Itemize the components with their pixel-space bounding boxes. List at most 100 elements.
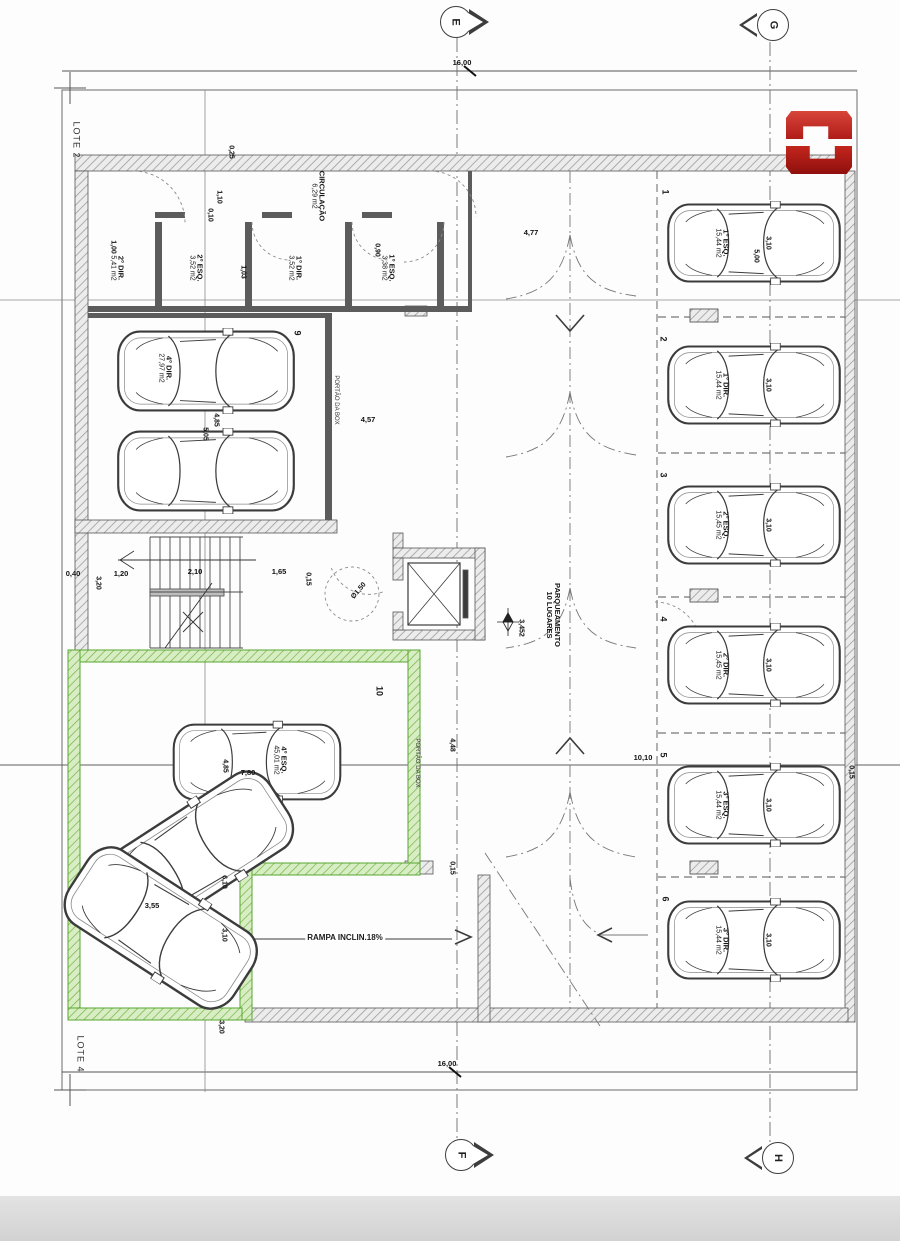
- marker-letter: G: [767, 20, 779, 30]
- car-name: 3° ESQ.: [721, 791, 731, 819]
- stall-car-label: 1° ESQ. 15,44 m2: [714, 228, 731, 258]
- section-marker-e: E: [440, 6, 489, 40]
- marker-letter: F: [454, 1151, 467, 1159]
- dim: 1,20: [113, 569, 129, 579]
- level-marker-icon: [497, 608, 519, 636]
- marker-circle: H: [762, 1142, 794, 1174]
- lot-4-label: LOTE 4: [75, 1035, 86, 1073]
- car-name: 3° DIR.: [721, 927, 731, 953]
- dim: 0,90: [373, 243, 381, 257]
- car-area: 27,97 m2: [157, 353, 165, 383]
- circulation-name: CIRCULAÇÃO: [317, 170, 327, 222]
- car-area: 45,01 m2: [272, 745, 280, 775]
- dim: 0,15: [847, 765, 855, 779]
- circulation-label: CIRCULAÇÃO 6,29 m2: [310, 170, 327, 222]
- stall-length: 5,00: [752, 249, 760, 263]
- box10-car-label: 4° ESQ. 45,01 m2: [272, 745, 289, 775]
- dim: 1,10: [215, 190, 223, 204]
- stall-width: 3,10: [764, 236, 772, 250]
- logo-top-bar: [786, 111, 852, 139]
- stall-car-label: 3° ESQ. 15,44 m2: [714, 790, 731, 820]
- scan-edge-band: [0, 1196, 900, 1241]
- stall-number: 2: [658, 336, 669, 342]
- car-area: 15,45 m2: [714, 650, 722, 680]
- aisle-guides: [484, 171, 648, 1027]
- dim: 1,00: [109, 240, 117, 254]
- arrow-mask: [473, 1146, 488, 1164]
- stall-width: 3,10: [764, 658, 772, 672]
- stall-number: 6: [660, 896, 671, 902]
- dim: 4,85: [221, 759, 229, 773]
- room-name: 1° DIR.: [294, 255, 304, 281]
- dim: 6,10: [220, 875, 228, 889]
- stall-car-label: 3° DIR. 15,44 m2: [714, 925, 731, 955]
- dim: 3,10: [220, 928, 228, 942]
- arrow-mask: [743, 16, 757, 34]
- stall-width: 3,10: [764, 518, 772, 532]
- marker-circle: G: [757, 9, 789, 41]
- dim: 0,15: [448, 861, 456, 875]
- marker-letter: H: [771, 1154, 784, 1162]
- car-area: 15,44 m2: [714, 370, 722, 400]
- parking-title: PARQUEAMENTO 10 LUGARES: [545, 583, 562, 647]
- section-marker-g: G: [739, 9, 791, 43]
- stall-number: 5: [658, 752, 669, 758]
- lot-2-label: LOTE 2: [71, 121, 82, 159]
- dim: 1,65: [271, 567, 287, 577]
- room-area: 3,52 m2: [188, 255, 196, 281]
- section-marker-h: H: [744, 1142, 796, 1176]
- stall-car-label: 2° DIR. 15,45 m2: [714, 650, 731, 680]
- red-watermark-logo: [786, 111, 852, 175]
- car-name: 4° ESQ.: [279, 746, 289, 774]
- storage-room-label: 1° ESQ. 3,38 m2: [380, 254, 397, 281]
- dim: 3,55: [144, 901, 160, 911]
- stall-number: 4: [658, 616, 669, 622]
- dim: 3,20: [217, 1020, 225, 1034]
- level-value: 3,452: [517, 619, 525, 637]
- room-area: 3,38 m2: [380, 255, 388, 281]
- lot-boundary: [54, 72, 858, 1106]
- dim: 0,10: [206, 208, 214, 222]
- car-name: 2° ESQ.: [721, 511, 731, 539]
- arrow-mask: [748, 1149, 762, 1167]
- stall-car-label: 2° ESQ. 15,45 m2: [714, 510, 731, 539]
- arrow-mask: [468, 13, 483, 31]
- section-marker-f: F: [445, 1139, 494, 1173]
- car-name: 1° DIR.: [721, 372, 731, 398]
- logo-bottom-bar: [786, 146, 852, 174]
- dim: 4,85: [212, 413, 220, 427]
- dim: 1,03: [239, 265, 247, 279]
- dim: 0,25: [227, 145, 235, 159]
- elevator: [392, 532, 486, 641]
- storage-room-label: 2° DIR. 5,41 m2: [109, 255, 126, 281]
- stall-width: 3,10: [764, 378, 772, 392]
- room-area: 5,41 m2: [109, 255, 117, 281]
- car-area: 15,44 m2: [714, 228, 722, 258]
- car-area: 15,44 m2: [714, 925, 722, 955]
- dim: 4,57: [360, 415, 376, 425]
- dim: 2,10: [187, 567, 203, 577]
- car-area: 15,44 m2: [714, 790, 722, 820]
- box9-door-label: PORTÃO DA BOX: [333, 375, 340, 425]
- storage-room-label: 1° DIR. 3,52 m2: [287, 255, 304, 281]
- box9-car-label: 4° DIR. 27,97 m2: [157, 353, 174, 383]
- parking-dividers: [656, 171, 845, 1008]
- storage-room-label: 2° ESQ. 3,52 m2: [188, 254, 205, 282]
- room-area: 3,52 m2: [287, 255, 295, 281]
- room-name: 2° DIR.: [116, 255, 126, 281]
- stall-number: 1: [660, 189, 671, 195]
- room-name: 2° ESQ.: [195, 254, 205, 282]
- marker-letter: E: [450, 18, 462, 26]
- dim: 10,10: [633, 753, 653, 763]
- box10-door-label: PORTÃO DA BOX: [414, 738, 421, 788]
- car-name: 1° ESQ.: [721, 229, 731, 257]
- ramp-label: RAMPA INCLIN.18%: [305, 932, 385, 943]
- dim: 3,20: [94, 576, 102, 590]
- car-name: 2° DIR.: [721, 652, 731, 678]
- box9-number: 9: [292, 330, 303, 336]
- box10-number: 10: [374, 685, 385, 697]
- stall-width: 3,10: [764, 933, 772, 947]
- dim: 5,05: [201, 427, 209, 441]
